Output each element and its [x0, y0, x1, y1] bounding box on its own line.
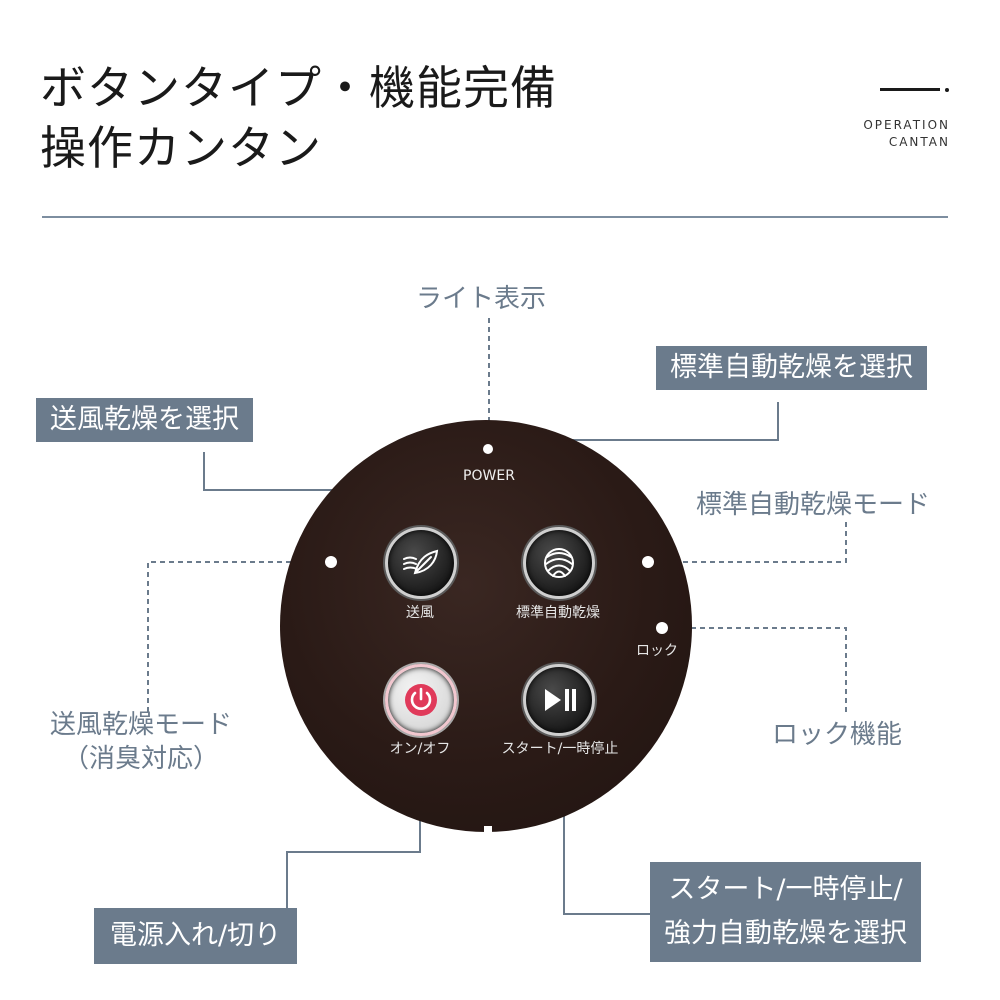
- callout-select-fan: 送風乾燥を選択: [36, 398, 253, 442]
- wind-leaf-icon: [403, 549, 439, 575]
- standard-dry-button[interactable]: [523, 527, 595, 599]
- fan-button-label: 送風: [406, 605, 434, 621]
- callout-lock-function: ロック機能: [772, 720, 903, 750]
- power-onoff-button[interactable]: [385, 664, 457, 736]
- callout-start-line-2: 強力自動乾燥を選択: [664, 918, 907, 949]
- standard-mode-led: [642, 556, 654, 568]
- title-line-2: 操作カンタン: [40, 121, 322, 175]
- start-pause-button[interactable]: [523, 664, 595, 736]
- title-line-1: ボタンタイプ・機能完備: [40, 61, 557, 115]
- fan-dry-button[interactable]: [385, 527, 457, 599]
- control-panel: [280, 420, 692, 832]
- callout-fan-mode: 送風乾燥モード （消臭対応）: [50, 708, 232, 776]
- fan-mode-led: [325, 556, 337, 568]
- english-subtitle-line-1: OPERATION: [863, 118, 950, 132]
- header-dot-mark: [945, 88, 949, 92]
- callout-start: スタート/一時停止/ 強力自動乾燥を選択: [650, 862, 921, 962]
- start-button-label: スタート/一時停止: [501, 741, 619, 757]
- lock-label: ロック: [636, 643, 678, 659]
- callout-fan-mode-line-1: 送風乾燥モード: [50, 710, 233, 740]
- standard-button-label: 標準自動乾燥: [516, 605, 600, 621]
- callout-start-line-1: スタート/一時停止/: [668, 874, 903, 905]
- english-subtitle: OPERATION CANTAN: [863, 117, 950, 151]
- callout-power-onoff: 電源入れ/切り: [94, 908, 298, 964]
- callout-standard-mode: 標準自動乾燥モード: [696, 490, 931, 520]
- header-rule-mark: [880, 88, 940, 91]
- power-icon: [405, 684, 437, 716]
- wool-ball-icon: [544, 548, 574, 578]
- panel-notch: [484, 826, 492, 834]
- onoff-button-label: オン/オフ: [389, 741, 451, 757]
- header-divider: [42, 216, 948, 218]
- power-indicator-label: POWER: [463, 468, 515, 484]
- callout-fan-mode-line-2: （消臭対応）: [63, 744, 220, 774]
- english-subtitle-line-2: CANTAN: [888, 135, 950, 149]
- power-led: [483, 444, 493, 454]
- play-pause-icon: [545, 689, 576, 711]
- callout-light-indicator: ライト表示: [416, 284, 547, 314]
- lock-led: [656, 622, 668, 634]
- page-title: ボタンタイプ・機能完備 操作カンタン: [40, 58, 557, 178]
- callout-select-standard: 標準自動乾燥を選択: [656, 346, 927, 390]
